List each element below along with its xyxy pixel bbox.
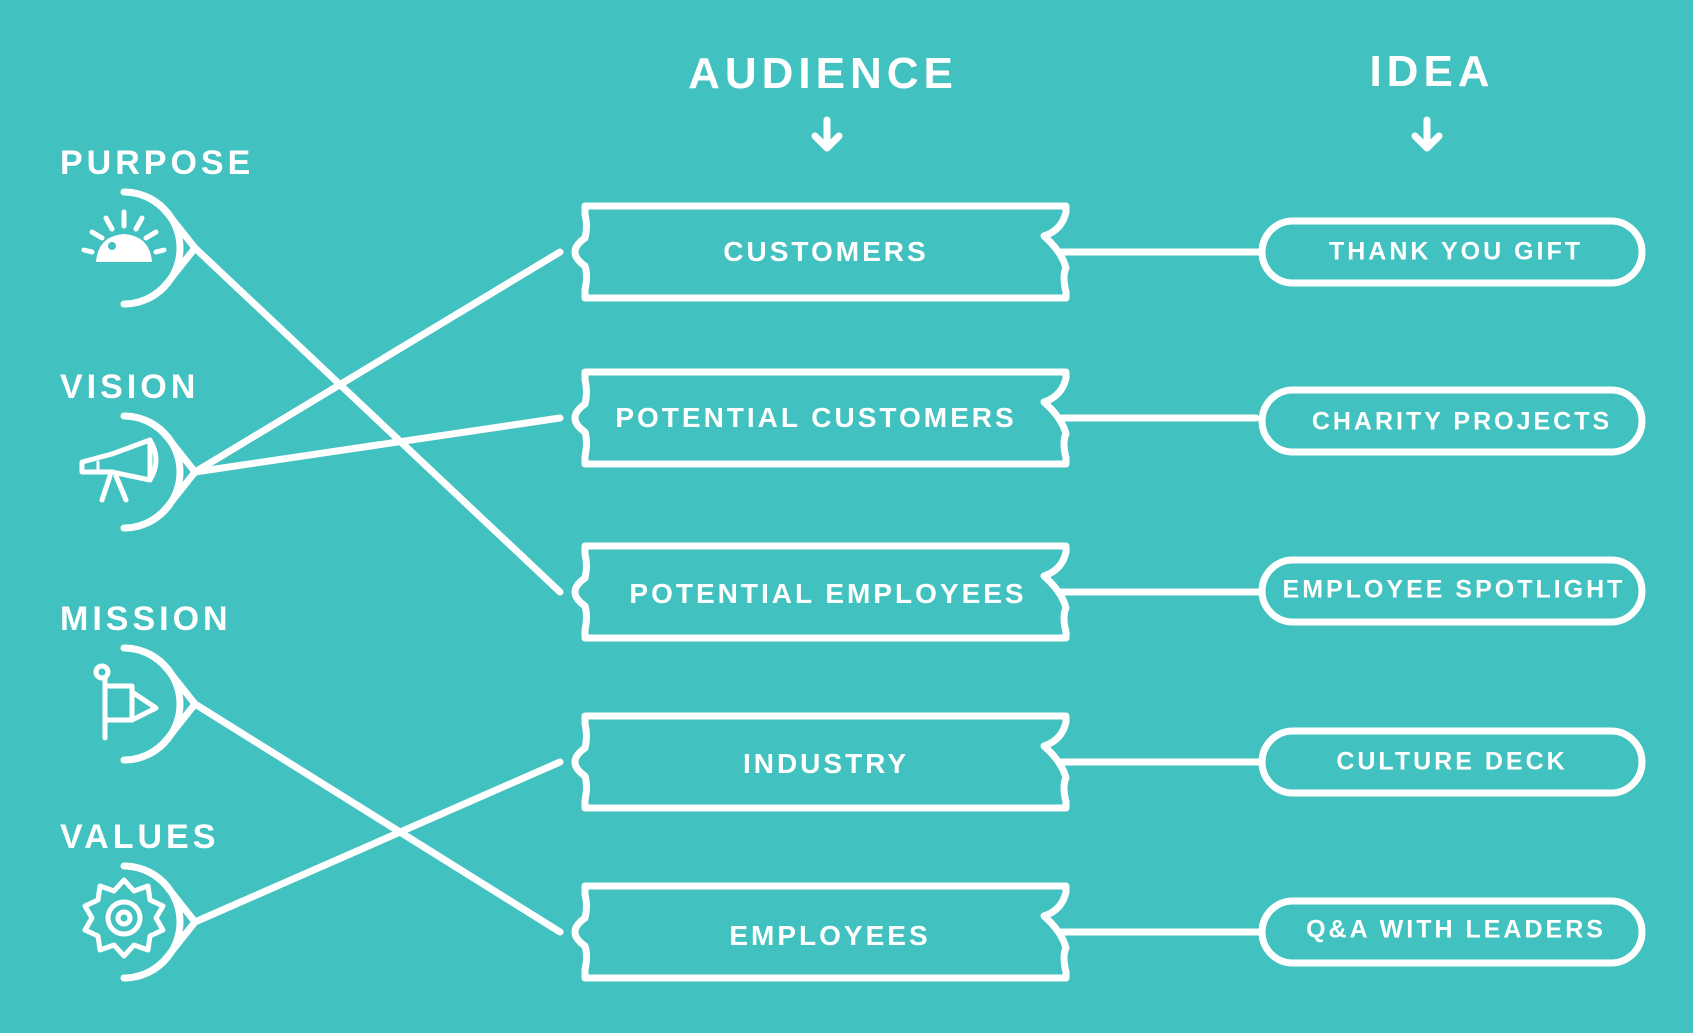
connector-values-industry <box>191 758 564 926</box>
audience-header: AUDIENCE <box>688 49 958 98</box>
idea-label: THANK YOU GIFT <box>1328 237 1584 266</box>
values-pin <box>120 862 199 982</box>
connector-purpose-potential-employees <box>191 244 564 596</box>
idea-header: IDEA <box>1369 47 1495 96</box>
purpose-pin <box>120 188 199 308</box>
idea-pill-employee-spotlight <box>1258 556 1646 626</box>
mission-pin <box>120 644 199 764</box>
idea-label: CULTURE DECK <box>1336 747 1568 776</box>
audience-box-employees <box>571 882 1070 982</box>
arrow-down-icon <box>1411 116 1443 152</box>
connector-vision-customers <box>191 248 564 476</box>
audience-box-potential-employees <box>571 542 1070 642</box>
category-label-values: VALUES <box>60 818 220 856</box>
megaphone-icon <box>79 437 159 503</box>
connector-vision-potential-customers <box>191 414 564 476</box>
audience-box-potential-customers <box>571 368 1070 468</box>
idea-label: Q&A WITH LEADERS <box>1306 915 1606 944</box>
audience-label: POTENTIAL EMPLOYEES <box>629 578 1027 609</box>
audience-box-customers <box>571 202 1070 302</box>
flag-icon <box>93 663 159 741</box>
badge-icon <box>82 877 166 959</box>
category-label-mission: MISSION <box>60 600 232 638</box>
vision-pin <box>120 412 199 532</box>
category-label-vision: VISION <box>60 368 200 406</box>
category-label-purpose: PURPOSE <box>60 144 255 182</box>
sunrise-icon <box>81 209 167 262</box>
audience-box-industry <box>571 712 1070 812</box>
audience-label: CUSTOMERS <box>723 236 929 267</box>
idea-pill-culture-deck <box>1258 727 1646 797</box>
audience-label: POTENTIAL CUSTOMERS <box>615 402 1017 433</box>
idea-label: EMPLOYEE SPOTLIGHT <box>1282 575 1626 604</box>
audience-label: EMPLOYEES <box>729 920 931 951</box>
audience-label: INDUSTRY <box>742 748 910 779</box>
connector-mission-employees <box>191 700 564 936</box>
idea-pill-qa-with-leaders <box>1258 897 1646 967</box>
idea-pill-thank-you-gift <box>1258 217 1646 287</box>
arrow-down-icon <box>811 116 843 152</box>
idea-pill-charity-projects <box>1258 386 1646 456</box>
idea-label: CHARITY PROJECTS <box>1311 407 1613 436</box>
